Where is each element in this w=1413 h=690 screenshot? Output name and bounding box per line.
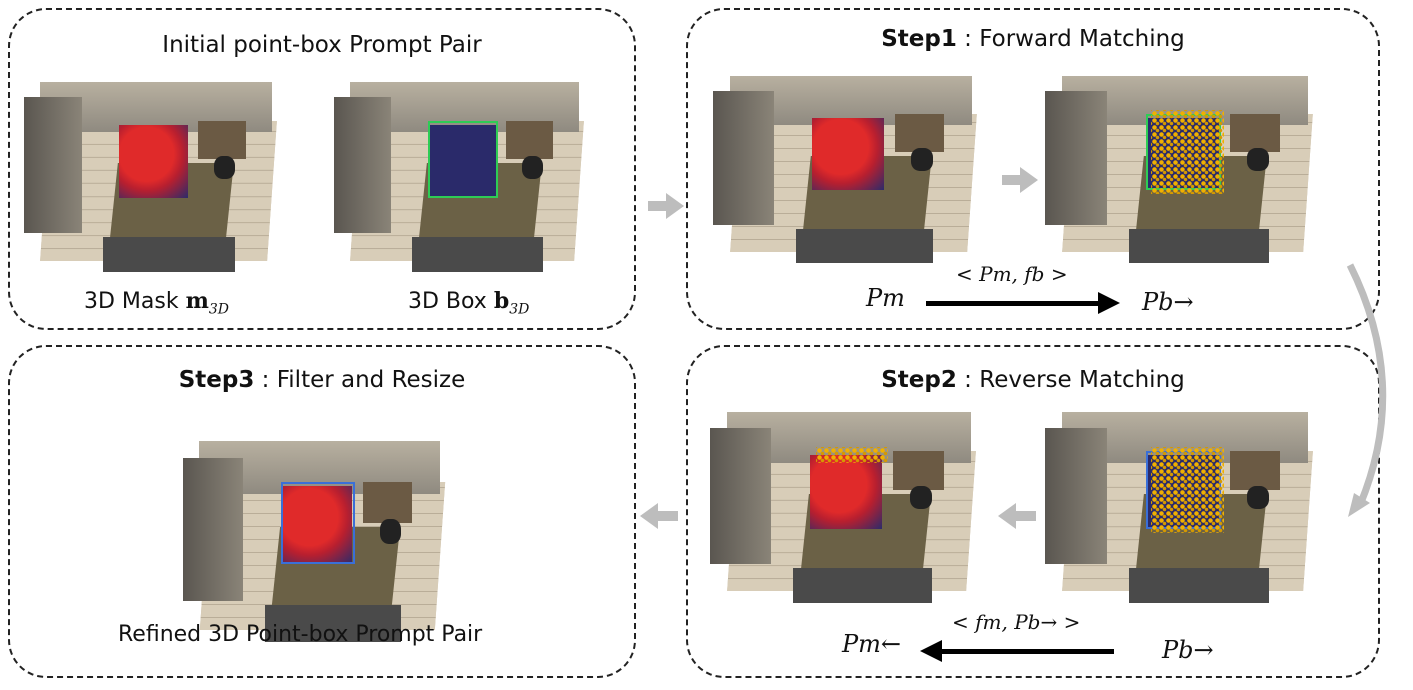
scene-image-mask <box>713 72 988 263</box>
panel-initial-prompt-pair: Initial point-box Prompt Pair <box>8 8 636 330</box>
scene-image-3d-box <box>334 78 595 272</box>
source-points-label: Pb→ <box>1162 636 1214 664</box>
matched-points <box>1151 110 1225 195</box>
mask-overlay <box>119 124 188 199</box>
panel-title: Step3 : Filter and Resize <box>178 367 466 393</box>
panel-title: Step2 : Reverse Matching <box>881 367 1185 393</box>
forward-arrow <box>926 292 1120 314</box>
bounding-box-green <box>427 120 499 199</box>
panel-step2-reverse-matching: Step2 : Reverse Matching <box>686 345 1380 678</box>
source-points-label: Pm <box>866 284 905 312</box>
scene-image-3d-mask <box>24 78 288 272</box>
mask-caption: 3D Mask m3D <box>84 288 230 318</box>
curved-flow-arrow-icon <box>1346 263 1387 517</box>
reverse-matched-points <box>815 447 888 463</box>
bounding-box-blue <box>281 482 355 565</box>
panel-step3-filter-resize: Step3 : Filter and Resize <box>8 345 636 678</box>
panel-title: Initial point-box Prompt Pair <box>162 32 482 58</box>
target-points-label: Pb→ <box>1142 288 1194 316</box>
panel-title: Step1 : Forward Matching <box>881 26 1185 52</box>
scene-image-refined <box>183 437 456 642</box>
box-caption: 3D Box b3D <box>408 288 530 318</box>
matching-operation-label: < fm, Pb→ > <box>952 610 1081 634</box>
panel-step1-forward-matching: Step1 : Forward Matching <box>686 8 1380 330</box>
matching-operation-label: < Pm, fb > <box>956 262 1068 286</box>
refined-caption: Refined 3D Point-box Prompt Pair <box>118 622 483 647</box>
reverse-arrow <box>920 640 1114 662</box>
scene-image-box-points <box>1045 72 1325 263</box>
scene-image-box-points-blue <box>1045 408 1325 603</box>
target-points-label: Pm← <box>842 630 902 658</box>
scene-image-mask-points <box>710 408 988 603</box>
